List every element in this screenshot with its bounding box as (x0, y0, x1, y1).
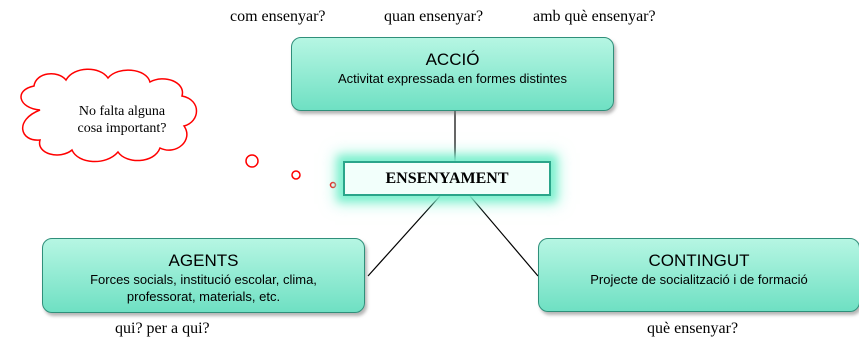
node-contingut-desc: Projecte de socialització i de formació (590, 272, 808, 287)
node-accio-title: ACCIÓ (425, 50, 480, 69)
thought-cloud-text: No falta alguna cosa important? (52, 103, 192, 137)
question-how: com ensenyar? (230, 8, 326, 25)
thought-bubble-medium (291, 170, 301, 180)
thought-bubble-small (329, 181, 337, 189)
node-agents: AGENTS Forces socials, institució escola… (42, 238, 365, 313)
thought-cloud-line2: cosa important? (77, 121, 167, 136)
node-agents-desc-line2: professorat, materials, etc. (126, 289, 281, 304)
node-ensenyament-title: ENSENYAMENT (385, 170, 509, 187)
question-who: qui? per a qui? (115, 320, 210, 337)
thought-cloud-shape (20, 68, 198, 163)
node-agents-title: AGENTS (168, 251, 239, 270)
connector-center-agents (367, 195, 441, 277)
thought-cloud (20, 68, 337, 189)
node-ensenyament: ENSENYAMENT (343, 161, 551, 196)
thought-bubble-large (245, 154, 259, 168)
question-when: quan ensenyar? (384, 8, 484, 25)
question-with-what: amb què ensenyar? (533, 8, 656, 25)
connector-center-contingut (469, 195, 539, 277)
node-accio-desc: Activitat expressada en formes distintes (337, 71, 568, 86)
question-what: què ensenyar? (647, 320, 739, 337)
thought-cloud-line1: No falta alguna (78, 104, 166, 119)
node-contingut: CONTINGUT Projecte de socialització i de… (538, 238, 859, 312)
node-accio: ACCIÓ Activitat expressada en formes dis… (291, 37, 614, 111)
node-contingut-title: CONTINGUT (648, 251, 750, 270)
node-agents-desc-line1: Forces socials, institució escolar, clim… (90, 272, 317, 287)
